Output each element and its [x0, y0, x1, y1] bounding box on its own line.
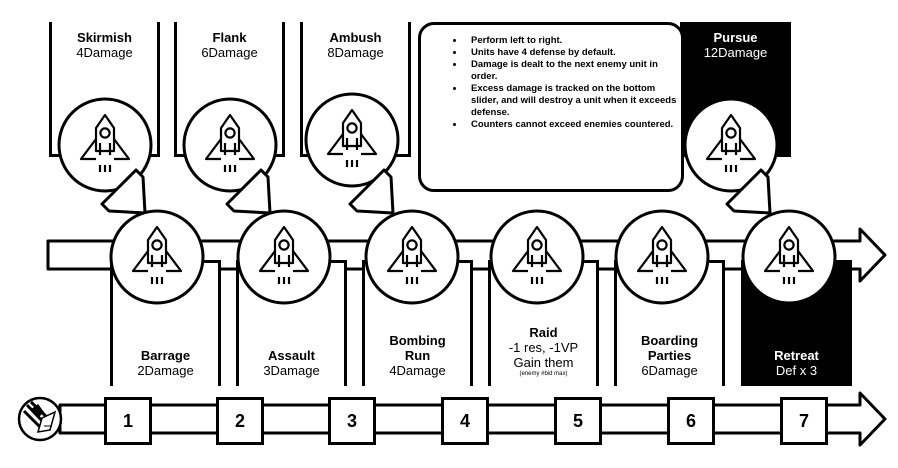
- rule-item: Units have 4 defense by default.: [465, 47, 681, 59]
- card-title: Skirmish: [77, 30, 132, 45]
- rocket-icon[interactable]: [683, 97, 779, 193]
- card-value: 12Damage: [703, 45, 768, 60]
- arrow-icon: [348, 168, 395, 215]
- rule-item: Damage is dealt to the next enemy unit i…: [465, 59, 681, 83]
- card-value: 4Damage: [76, 45, 133, 60]
- card-line: -1 res, -1VP: [508, 340, 579, 355]
- card-title: Assault: [268, 348, 315, 363]
- card-title: Bombing Run: [389, 333, 446, 363]
- card-value: 4Damage: [389, 363, 446, 378]
- slider-slot-7[interactable]: 7: [780, 397, 828, 445]
- card-title: Ambush: [329, 30, 382, 45]
- slider-slot-2[interactable]: 2: [216, 397, 264, 445]
- arrow-icon: [725, 168, 772, 215]
- card-title: Raid: [529, 325, 558, 340]
- rocket-icon[interactable]: [236, 209, 332, 305]
- rule-item: Perform left to right.: [465, 35, 681, 47]
- dragon-emblem-icon: [17, 396, 63, 442]
- rule-item: Counters cannot exceed enemies countered…: [465, 119, 681, 131]
- arrow-icon: [225, 168, 272, 215]
- rocket-icon[interactable]: [57, 97, 153, 193]
- rules-panel: Perform left to right. Units have 4 defe…: [418, 22, 684, 192]
- card-value: 6Damage: [201, 45, 258, 60]
- card-value: Def x 3: [775, 363, 818, 378]
- card-title: Boarding Parties: [640, 333, 699, 363]
- card-title: Pursue: [713, 30, 758, 45]
- slider-slot-5[interactable]: 5: [554, 397, 602, 445]
- rocket-icon[interactable]: [109, 209, 205, 305]
- rocket-icon[interactable]: [304, 92, 400, 188]
- slider-slot-3[interactable]: 3: [328, 397, 376, 445]
- slider-slot-1[interactable]: 1: [104, 397, 152, 445]
- card-line: Gain them: [513, 355, 574, 370]
- card-note: (enemy #bid max): [519, 371, 568, 377]
- slider-slot-6[interactable]: 6: [667, 397, 715, 445]
- card-value: 8Damage: [327, 45, 384, 60]
- rocket-icon[interactable]: [741, 209, 837, 305]
- rocket-icon[interactable]: [364, 209, 460, 305]
- card-title: Flank: [212, 30, 247, 45]
- card-value: 2Damage: [137, 363, 194, 378]
- rocket-icon[interactable]: [182, 97, 278, 193]
- card-title: Barrage: [140, 348, 191, 363]
- rule-item: Excess damage is tracked on the bottom s…: [465, 83, 681, 119]
- card-value: 3Damage: [263, 363, 320, 378]
- rocket-icon[interactable]: [489, 209, 585, 305]
- arrow-icon: [100, 168, 147, 215]
- rocket-icon[interactable]: [614, 209, 710, 305]
- card-title: Retreat: [774, 348, 819, 363]
- card-value: 6Damage: [641, 363, 698, 378]
- slider-slot-4[interactable]: 4: [441, 397, 489, 445]
